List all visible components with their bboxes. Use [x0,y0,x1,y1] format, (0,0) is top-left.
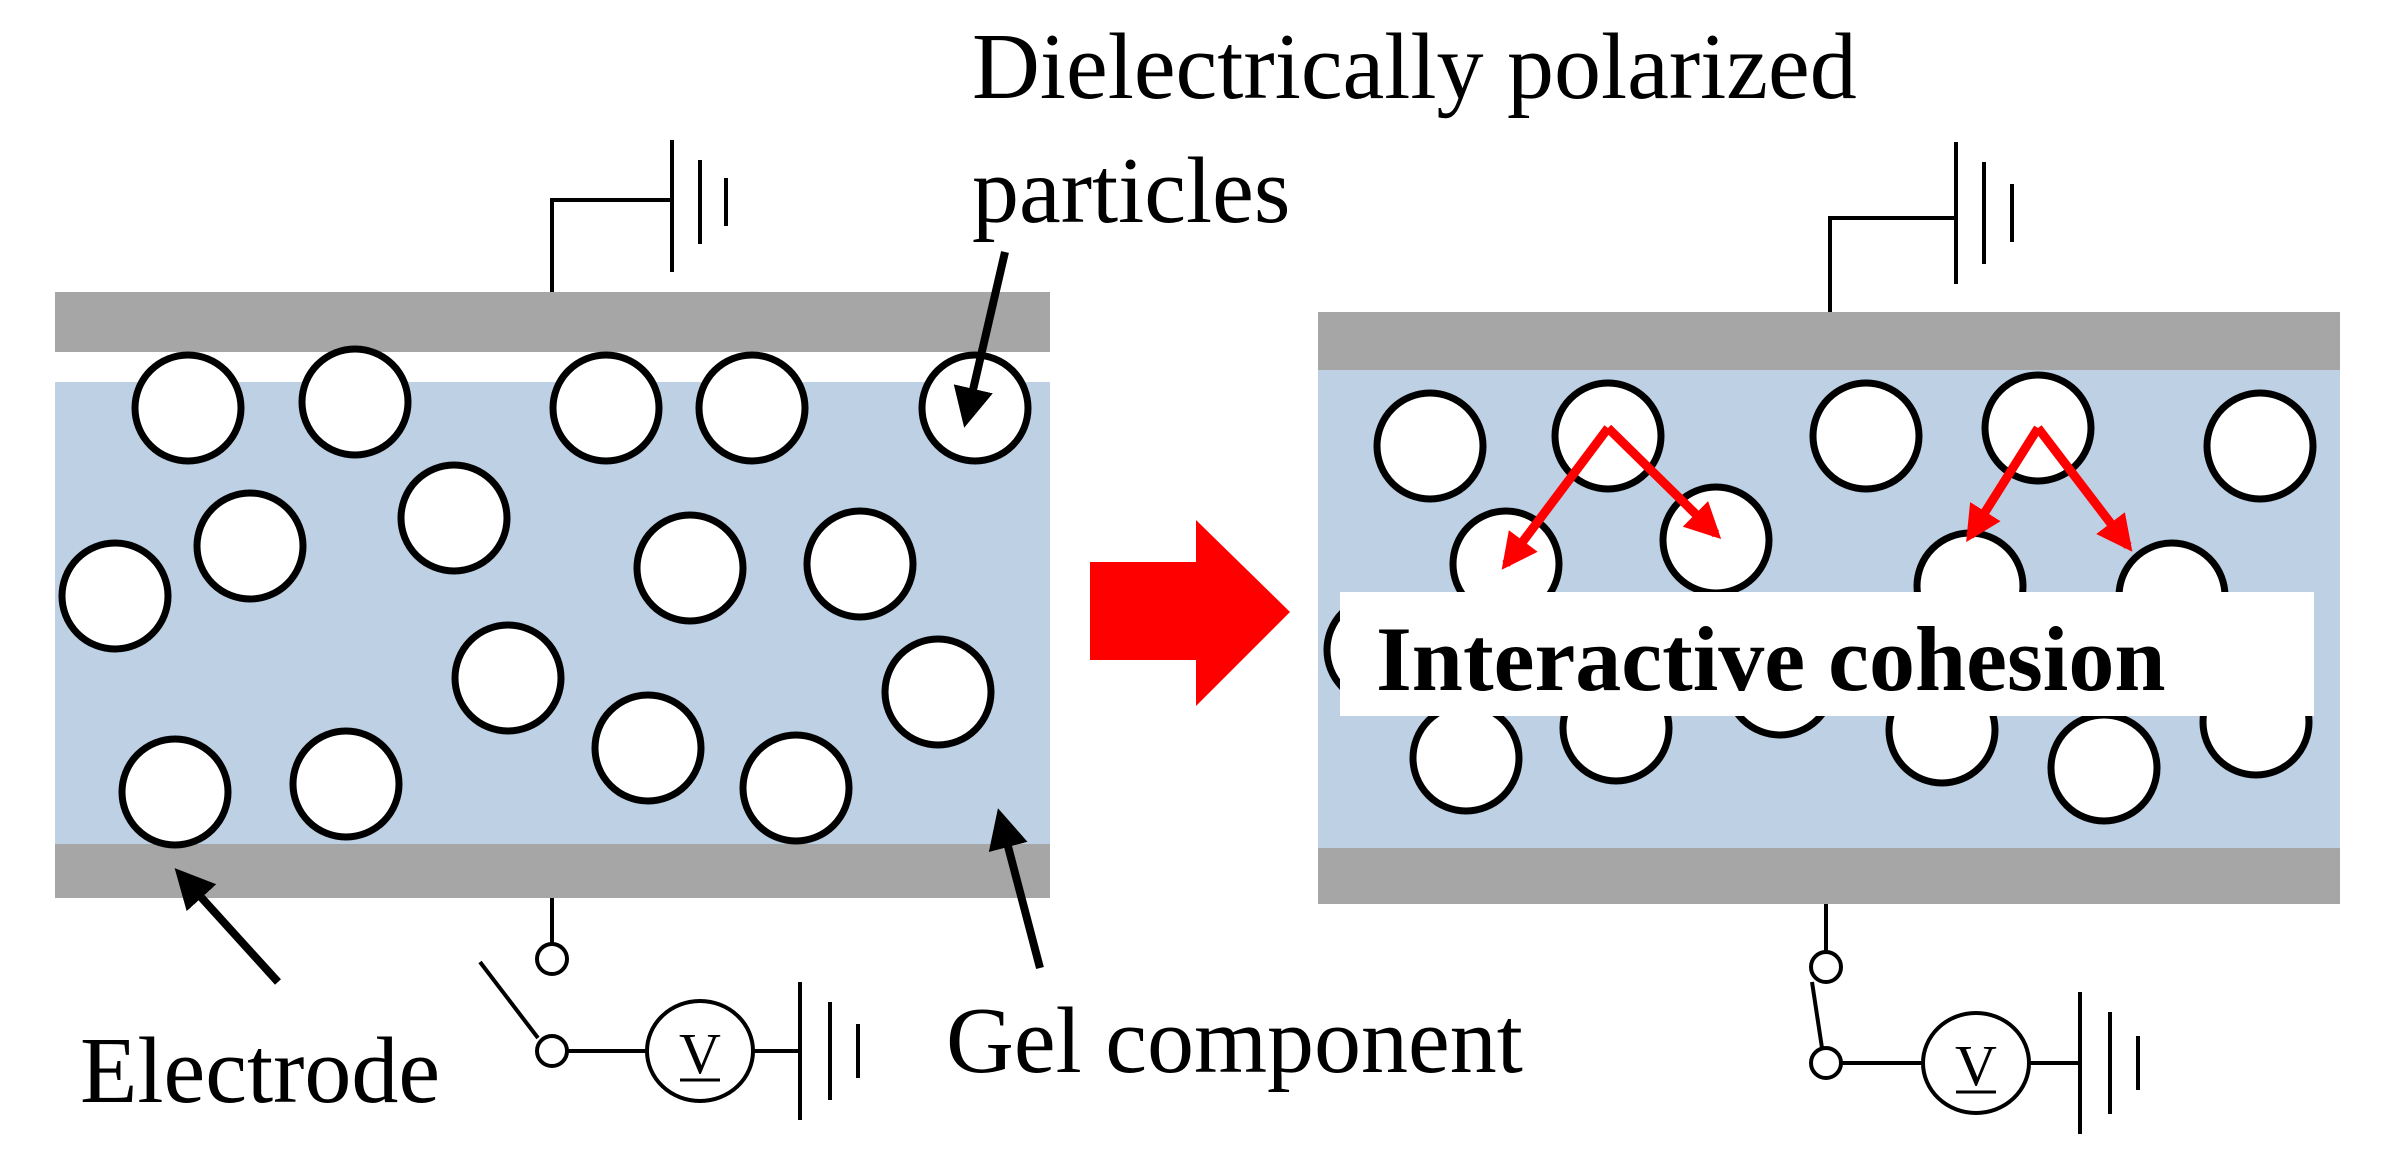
right-voltmeter-icon: V [1921,1011,2031,1115]
right-panel: Interactive cohesion V [1318,142,2340,1134]
particle [1409,701,1523,815]
right-top-ground-icon [1828,142,2014,312]
left-voltmeter-symbol: V [679,1021,721,1086]
gel-pointer-arrow [988,808,1044,970]
particle [1809,379,1923,493]
particle [803,507,917,621]
right-switch-icon [1809,904,1924,1080]
dielectric-label-line1: Dielectrically polarized [972,15,1857,119]
particle [881,635,995,749]
particles-pointer-arrow [953,251,1009,428]
particle [131,351,245,465]
particle [549,351,663,465]
electrode-label: Electrode [80,1019,440,1123]
left-top-electrode [55,292,1050,352]
left-panel: V Dielectrically polarized particles Ele… [55,15,1857,1123]
right-voltmeter-symbol: V [1955,1033,1997,1098]
particle [451,621,565,735]
particle [2203,389,2317,503]
particle [2047,711,2161,825]
left-switch-icon [478,898,648,1068]
right-top-electrode [1318,312,2340,370]
interactive-cohesion-box [1340,592,2314,716]
gel-component-label: Gel component [946,989,1523,1093]
dielectric-label-line2: particles [972,139,1290,243]
interactive-cohesion-label: Interactive cohesion [1376,608,2166,710]
left-bottom-ground-icon [753,982,860,1120]
particle [289,727,403,841]
particle [58,539,172,653]
particle [591,691,705,805]
cohesion-arrows [1501,424,2133,570]
particle [739,731,853,845]
particle [1373,389,1487,503]
particle [193,489,307,603]
particle [633,511,747,625]
particle [118,735,232,849]
left-voltmeter-icon: V [645,999,755,1103]
particle [298,345,412,459]
electrode-pointer-arrow [174,868,281,985]
left-particles [58,345,1032,849]
left-top-ground-icon [550,140,728,292]
right-bottom-electrode [1318,848,2340,904]
left-bottom-electrode [55,844,1050,898]
right-arrow-icon [1090,520,1290,706]
particle [695,351,809,465]
right-bottom-ground-icon [2029,992,2140,1134]
particle [397,461,511,575]
